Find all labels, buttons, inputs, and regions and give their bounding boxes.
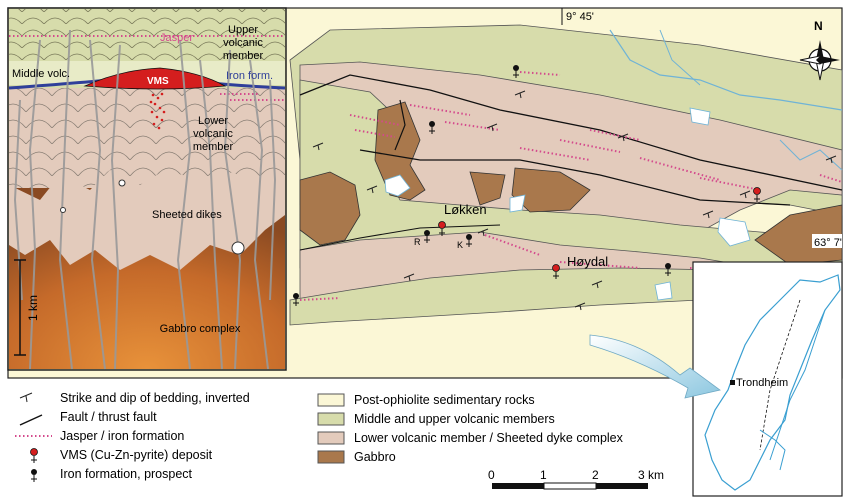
latitude-label: 63° 7'	[814, 237, 842, 249]
cross-section-panel: Jasper Upper volcanic member Middle volc…	[7, 7, 287, 371]
section-scale-bar: 1 km	[14, 259, 40, 356]
legend-label-lower-volcanic: Lower volcanic member / Sheeted dyke com…	[354, 431, 624, 445]
legend-label-fault: Fault / thrust fault	[60, 410, 157, 424]
place-label-lokken: Løkken	[444, 202, 487, 217]
border-line	[759, 299, 801, 451]
legend-symbol-vms	[30, 448, 38, 463]
legend-symbol-fault	[19, 414, 43, 426]
fault-line	[299, 224, 501, 251]
legend-swatch-lower-volcanic	[317, 431, 345, 445]
river-2	[659, 29, 701, 86]
legend-label-iron: Iron formation, prospect	[60, 467, 193, 481]
lake-1	[384, 174, 411, 197]
legend-label-strike-dip: Strike and dip of bedding, inverted	[60, 391, 250, 405]
map-panel: Løkken Høydal R K 9° 45' 63° 7' N	[7, 7, 843, 379]
scandinavia-outline	[704, 274, 841, 491]
north-label: N	[814, 19, 823, 33]
legend-symbol-iron	[31, 469, 37, 482]
legend-label-jasper: Jasper / iron formation	[60, 429, 184, 443]
label-lower-volcanic-3: member	[193, 141, 234, 153]
vms-deposit-markers	[438, 187, 761, 279]
lake-4	[509, 194, 526, 213]
scale-tick-3km: 3 km	[638, 468, 664, 482]
unit-gabbro-east1	[469, 171, 506, 206]
label-sheeted-dikes: Sheeted dikes	[152, 209, 222, 221]
label-gabbro-complex: Gabbro complex	[160, 323, 241, 335]
scale-label-1km: 1 km	[26, 295, 40, 321]
label-upper-volcanic-3: member	[223, 50, 264, 62]
place-label-k: K	[457, 240, 463, 250]
label-upper-volcanic-2: volcanic	[223, 37, 263, 49]
map-scale-bar: 0 1 2 3 km	[488, 468, 664, 490]
legend-swatch-sedimentary	[317, 393, 345, 407]
unit-gabbro-west	[299, 171, 361, 246]
legend-swatch-gabbro	[317, 450, 345, 464]
legend-swatch-volcanic	[317, 412, 345, 426]
label-upper-volcanic-1: Upper	[228, 24, 258, 36]
label-vms: VMS	[147, 76, 169, 87]
label-jasper: Jasper	[160, 32, 193, 44]
unit-gabbro-se	[754, 204, 843, 266]
scale-tick-1: 1	[540, 468, 547, 482]
vms-deposit-east	[753, 187, 761, 202]
fault-line	[299, 74, 843, 191]
label-middle-volc: Middle volc.	[12, 68, 70, 80]
label-iron-form: Iron form.	[226, 70, 273, 82]
lake-5	[689, 107, 711, 126]
fault-line	[394, 99, 406, 151]
legend-symbol-strike-dip	[19, 392, 33, 403]
unit-gabbro-east2	[511, 167, 591, 213]
unit-gabbro-center	[374, 101, 426, 201]
vms-deposit-lokken	[438, 221, 446, 236]
legend-label-sedimentary: Post-ophiolite sedimentary rocks	[354, 393, 535, 407]
place-label-r: R	[414, 237, 421, 247]
label-lower-volcanic-1: Lower	[198, 115, 228, 127]
place-label-hoydal: Høydal	[567, 254, 608, 269]
scale-tick-0: 0	[488, 468, 495, 482]
legend-label-vms: VMS (Cu-Zn-pyrite) deposit	[60, 448, 213, 462]
legend-label-gabbro: Gabbro	[354, 450, 396, 464]
dike-lines	[13, 29, 277, 370]
longitude-label: 9° 45'	[566, 11, 594, 23]
vms-deposit-hoydal	[552, 264, 560, 279]
lake-3	[654, 281, 673, 301]
legend: Strike and dip of bedding, inverted Faul…	[15, 391, 624, 482]
sweden-coast	[769, 309, 826, 461]
compass-icon	[799, 40, 840, 81]
scale-tick-2: 2	[592, 468, 599, 482]
inset-location-map: Trondheim	[692, 261, 843, 497]
label-lower-volcanic-2: volcanic	[193, 128, 233, 140]
fault-line	[359, 149, 791, 206]
trondheim-marker	[730, 380, 735, 385]
lake-2	[717, 217, 751, 247]
river-1	[609, 29, 843, 111]
location-arrow	[589, 334, 721, 399]
iron-prospect-markers	[293, 65, 671, 306]
place-label-trondheim: Trondheim	[736, 377, 788, 389]
strike-dip-symbols	[312, 90, 837, 311]
legend-label-volcanic: Middle and upper volcanic members	[354, 412, 555, 426]
